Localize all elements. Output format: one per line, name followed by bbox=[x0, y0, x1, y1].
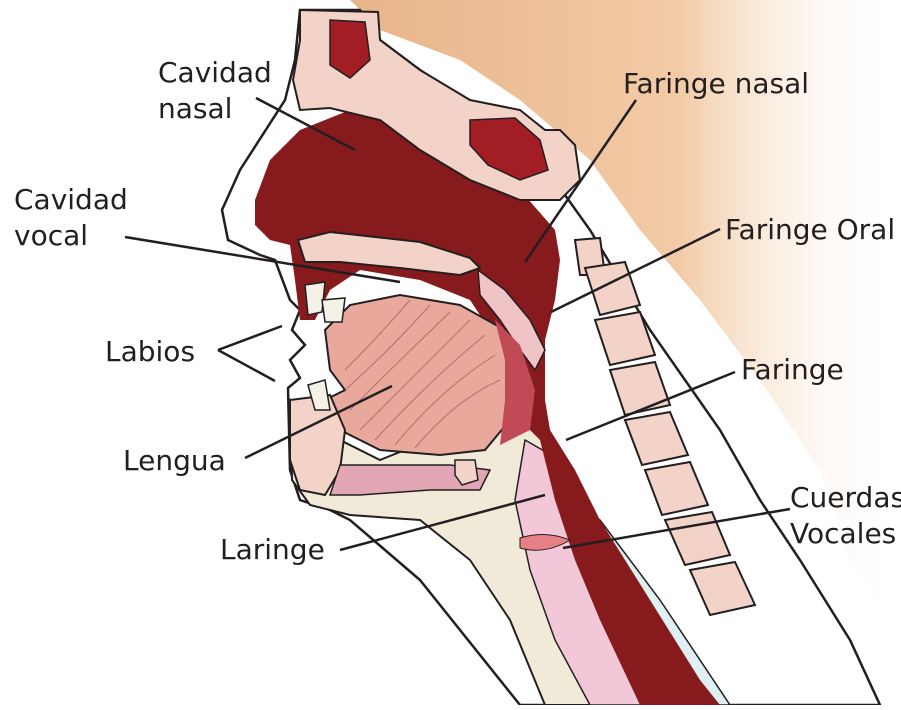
label-faringe: Faringe bbox=[741, 352, 844, 388]
label-cuerdas-vocales: Cuerdas Vocales bbox=[790, 480, 901, 552]
label-cavidad-vocal: Cavidad vocal bbox=[14, 182, 128, 254]
label-faringe-oral: Faringe Oral bbox=[725, 212, 895, 248]
label-cavidad-nasal: Cavidad nasal bbox=[158, 55, 272, 127]
tongue bbox=[325, 295, 515, 455]
label-faringe-nasal: Faringe nasal bbox=[623, 66, 809, 102]
label-labios: Labios bbox=[105, 334, 195, 370]
leader-labios-lower bbox=[218, 350, 275, 381]
leader-labios-upper bbox=[218, 326, 282, 350]
label-laringe: Laringe bbox=[220, 532, 325, 568]
label-lengua: Lengua bbox=[123, 443, 226, 479]
